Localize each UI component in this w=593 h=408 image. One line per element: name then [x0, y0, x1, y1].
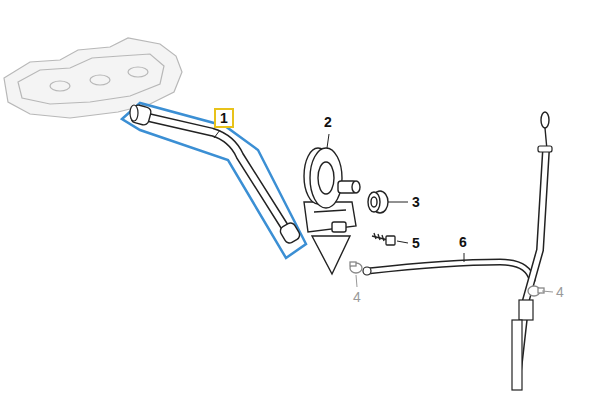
callout-number: 4	[556, 284, 564, 300]
vent-hose	[130, 104, 301, 245]
callout-number: 5	[412, 235, 420, 251]
hose-and-dipstick	[363, 112, 552, 390]
leader-line	[214, 130, 553, 292]
callout-number: 4	[353, 289, 361, 305]
callout-number: 2	[324, 114, 332, 130]
regulating-valve	[304, 148, 360, 274]
callout-number: 1	[214, 108, 234, 128]
callout-number: 3	[412, 194, 420, 210]
callout-number: 6	[459, 234, 467, 250]
highlight-outline	[122, 103, 306, 258]
grommet	[368, 191, 388, 213]
hose-clamp	[350, 262, 544, 296]
bolt	[372, 233, 395, 245]
